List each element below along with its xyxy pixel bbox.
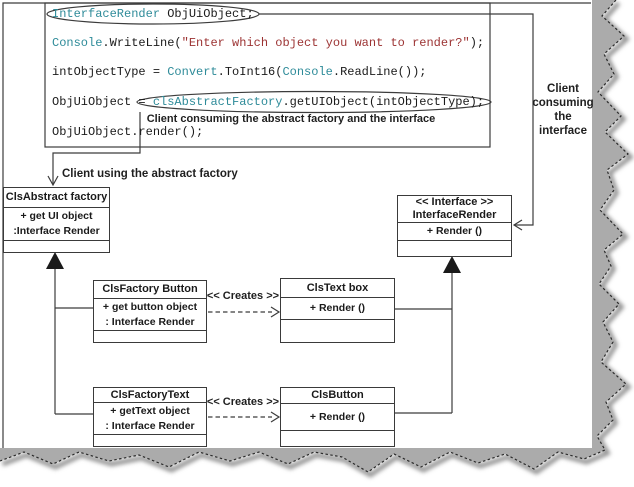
code-line-4: ObjUiObject = clsAbstractFactory.getUIOb… bbox=[52, 95, 484, 109]
label-consuming-factory: Client consuming the abstract factory an… bbox=[146, 113, 436, 125]
arrowhead-left bbox=[512, 219, 523, 231]
label-creates-bottom: << Creates >> bbox=[206, 396, 280, 408]
class-member: + Render () bbox=[281, 404, 394, 431]
code-line-5: ObjUiObject.render(); bbox=[52, 125, 203, 139]
class-member: : Interface Render bbox=[105, 419, 195, 432]
class-members: + get UI object :Interface Render bbox=[4, 208, 109, 241]
class-title-text: InterfaceRender bbox=[412, 209, 497, 221]
class-title: ClsAbstract factory bbox=[4, 188, 109, 208]
class-stereotype: << Interface >> bbox=[415, 196, 494, 208]
label-consuming-interface-line: consuming bbox=[532, 97, 594, 109]
class-member: : Interface Render bbox=[105, 315, 195, 328]
inheritance-triangle-left bbox=[46, 252, 64, 269]
inheritance-right-lines bbox=[395, 273, 453, 414]
code-box-border bbox=[44, 2, 491, 148]
code-line-3: intObjectType = Convert.ToInt16(Console.… bbox=[52, 65, 427, 79]
code-token: Console bbox=[52, 36, 103, 50]
inheritance-triangle-right bbox=[443, 256, 461, 273]
class-empty-compartment bbox=[94, 331, 206, 342]
class-members: + getText object : Interface Render bbox=[94, 403, 206, 435]
label-consuming-interface-line: Client bbox=[547, 83, 579, 95]
code-token: ObjUiObject.render(); bbox=[52, 125, 204, 139]
code-token: Convert bbox=[167, 65, 218, 79]
label-using-factory: Client using the abstract factory bbox=[62, 168, 238, 180]
arrowhead-down bbox=[47, 175, 59, 187]
code-token: Console bbox=[282, 65, 333, 79]
torn-edge-tear-line bbox=[0, 0, 629, 473]
class-title: ClsFactory Button bbox=[94, 281, 206, 299]
code-token: ObjUiObject; bbox=[160, 7, 254, 21]
code-line-2: Console.WriteLine("Enter which object yo… bbox=[52, 36, 484, 50]
code-token: .getUIObject(intObjectType); bbox=[282, 95, 485, 109]
code-token: intObjectType = bbox=[52, 65, 168, 79]
code-token: clsAbstractFactory bbox=[152, 95, 283, 109]
code-token: "Enter which object you want to render?" bbox=[181, 36, 470, 50]
class-box-button: ClsButton + Render () bbox=[280, 387, 395, 447]
class-title: ClsText box bbox=[281, 279, 394, 298]
class-empty-compartment bbox=[94, 435, 206, 446]
class-empty-compartment bbox=[4, 241, 109, 252]
creates-arrowhead-top bbox=[270, 306, 281, 318]
code-token: ObjUiObject = bbox=[52, 95, 153, 109]
class-member: + Render () bbox=[281, 298, 394, 320]
class-member: + get button object bbox=[102, 301, 198, 313]
code-line-1: InterfaceRender ObjUiObject; bbox=[52, 7, 254, 21]
inheritance-left-lines bbox=[54, 269, 93, 415]
code-token: .ToInt16( bbox=[217, 65, 283, 79]
code-token: .WriteLine( bbox=[102, 36, 182, 50]
label-creates-top: << Creates >> bbox=[206, 290, 280, 302]
class-box-textbox: ClsText box + Render () bbox=[280, 278, 395, 343]
class-box-factory-button: ClsFactory Button + get button object : … bbox=[93, 280, 207, 343]
class-title: ClsFactoryText bbox=[94, 388, 206, 403]
class-box-abstract-factory: ClsAbstract factory + get UI object :Int… bbox=[3, 187, 110, 253]
class-empty-compartment bbox=[281, 431, 394, 446]
class-box-interface-render: << Interface >> InterfaceRender + Render… bbox=[397, 195, 512, 257]
class-title: ClsButton bbox=[281, 388, 394, 404]
class-member: + getText object bbox=[110, 405, 190, 417]
class-title: << Interface >> InterfaceRender bbox=[398, 196, 511, 223]
class-members: + get button object : Interface Render bbox=[94, 299, 206, 331]
class-empty-compartment bbox=[281, 320, 394, 342]
class-box-factory-text: ClsFactoryText + getText object : Interf… bbox=[93, 387, 207, 447]
creates-arrowhead-bottom bbox=[270, 411, 281, 423]
class-member: + Render () bbox=[398, 223, 511, 241]
oval-factory-call bbox=[136, 90, 492, 114]
label-consuming-interface: Client consuming the interface bbox=[527, 82, 599, 138]
code-token: ); bbox=[469, 36, 485, 50]
class-empty-compartment bbox=[398, 241, 511, 256]
code-token: InterfaceRender bbox=[52, 7, 161, 21]
label-consuming-interface-line: the bbox=[554, 111, 572, 123]
connector-using-factory bbox=[52, 112, 141, 184]
class-member: + get UI object bbox=[20, 210, 93, 222]
label-consuming-interface-line: interface bbox=[539, 125, 587, 137]
code-token: .ReadLine()); bbox=[332, 65, 427, 79]
connector-consuming-interface bbox=[259, 13, 534, 226]
class-member: :Interface Render bbox=[13, 224, 100, 237]
